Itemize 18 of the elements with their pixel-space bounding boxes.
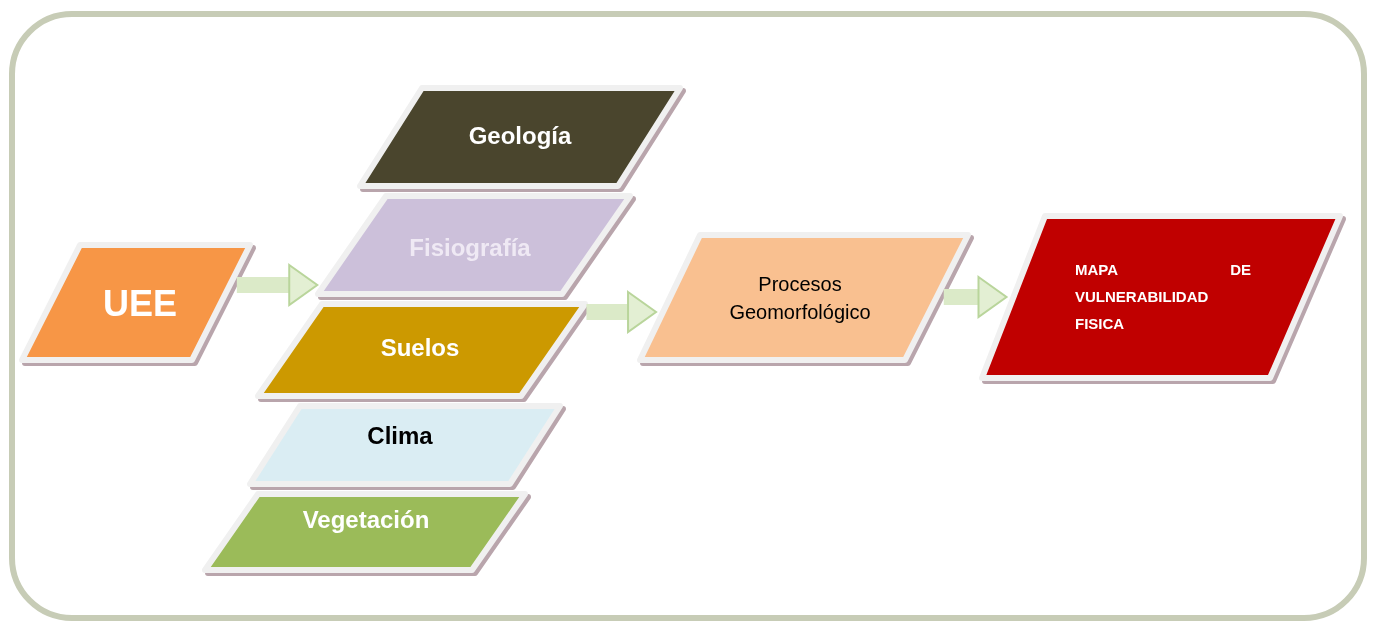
block-arrow xyxy=(236,264,319,306)
parallelogram-layer xyxy=(255,301,591,402)
layer-label: Procesos Geomorfológico xyxy=(728,272,872,325)
layer-label: Geología xyxy=(467,122,573,151)
parallelogram-layer xyxy=(202,491,531,576)
layer-label: Suelos xyxy=(379,334,461,363)
block-arrow xyxy=(943,276,1008,318)
block-arrow xyxy=(586,291,658,333)
parallelogram-layer xyxy=(979,213,1346,384)
layer-label: Vegetación xyxy=(301,506,431,535)
layer-label: Clima xyxy=(366,422,434,451)
layer-label: UEE xyxy=(102,282,178,326)
parallelogram-layer xyxy=(357,85,686,192)
layer-label: MAPA DE VULNERABILIDAD FISICA xyxy=(1075,260,1251,334)
parallelogram-layer xyxy=(637,232,974,366)
parallelogram-layer xyxy=(315,193,636,300)
parallelogram-layer xyxy=(247,403,566,490)
parallelogram-layer xyxy=(19,242,256,366)
